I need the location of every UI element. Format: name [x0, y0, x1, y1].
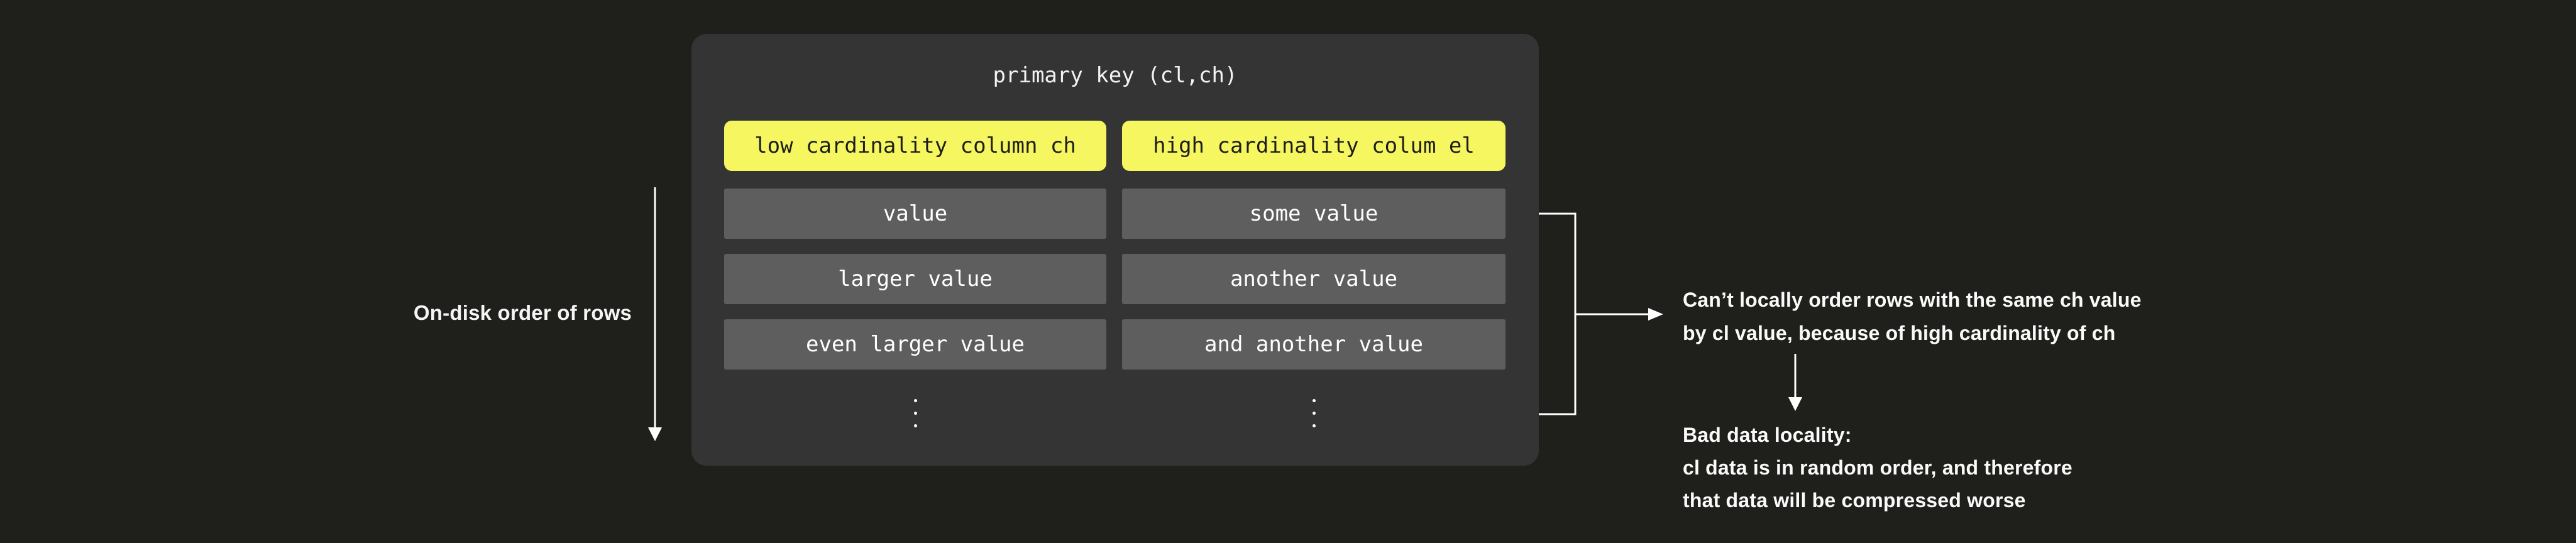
table-cell: some value	[1122, 189, 1505, 239]
ellipsis-dots	[1312, 399, 1316, 427]
bracket-arrow	[1575, 308, 1663, 321]
column-high-cardinality: high cardinality colum el some value ano…	[1122, 121, 1505, 427]
column-header-high-cardinality: high cardinality colum el	[1122, 121, 1505, 171]
on-disk-order-label: On-disk order of rows	[413, 301, 632, 324]
ellipsis-dot	[913, 399, 917, 402]
table-cell: larger value	[724, 254, 1106, 304]
table-cell: value	[724, 189, 1106, 239]
table-cell: and another value	[1122, 319, 1505, 370]
consequence-arrow	[1788, 354, 1802, 411]
annotation-cant-order-rows: Can’t locally order rows with the same c…	[1683, 288, 2142, 344]
ellipsis-dot	[1312, 424, 1316, 427]
ellipsis-dots	[913, 399, 917, 427]
table-cell: another value	[1122, 254, 1505, 304]
on-disk-order-arrow	[648, 187, 662, 441]
table-cell: even larger value	[724, 319, 1106, 370]
annotation-bad-data-locality: Bad data locality: cl data is in random …	[1683, 424, 2072, 512]
ellipsis-dot	[1312, 399, 1316, 402]
primary-key-panel: primary key (cl,ch) low cardinality colu…	[691, 34, 1539, 466]
ellipsis-dot	[1312, 412, 1316, 415]
ellipsis-dot	[913, 412, 917, 415]
column-low-cardinality: low cardinality column ch value larger v…	[724, 121, 1106, 427]
panel-title: primary key (cl,ch)	[993, 63, 1238, 88]
column-header-low-cardinality: low cardinality column ch	[724, 121, 1106, 171]
ellipsis-dot	[913, 424, 917, 427]
